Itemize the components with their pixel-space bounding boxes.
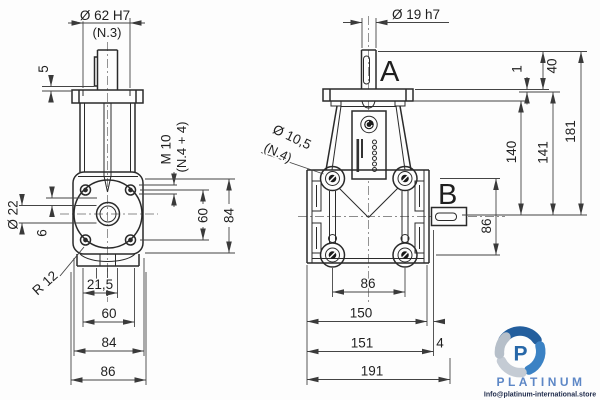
front-dim-pilot-diameter: Ø 62 H7 <box>80 8 130 23</box>
side-top-flange <box>322 88 414 102</box>
side-dim-width-151: 151 <box>351 336 374 351</box>
front-pilot-circle <box>73 179 143 249</box>
front-dim-flange-height: 84 <box>222 208 237 224</box>
side-view-dimensions <box>260 18 587 385</box>
side-dim-shaft-length-40: 40 <box>545 58 560 73</box>
side-dim-total-width-191: 191 <box>361 364 384 379</box>
side-dim-bolt-spacing-86: 86 <box>360 276 375 291</box>
side-dim-offset-4: 4 <box>436 336 444 351</box>
front-dim-bore-diameter: Ø 22 <box>6 200 21 229</box>
front-view-linework <box>71 49 144 267</box>
side-dim-bolt-height-86: 86 <box>479 218 494 233</box>
side-dim-height-141: 141 <box>536 141 551 164</box>
front-dim-shoulder-5: 5 <box>36 65 51 73</box>
front-shaft-keyway <box>93 56 98 87</box>
side-dim-gap-1: 1 <box>510 65 525 73</box>
front-dim-housing-width-86: 86 <box>100 364 115 379</box>
platinum-email: Info@platinum-international.store <box>484 392 596 399</box>
platinum-logo: P PLATINUM Info@platinum-international.s… <box>484 326 596 399</box>
side-shaft-a-keyway <box>363 55 370 85</box>
front-note-n4plus4: (N.4 + 4) <box>174 122 189 173</box>
front-dim-bolt-spacing-vertical: 60 <box>196 208 211 223</box>
nameplate-logo-icon <box>360 115 378 134</box>
platinum-logo-letter: P <box>513 343 527 366</box>
side-dim-shaft-diameter: Ø 19 h7 <box>392 7 440 22</box>
side-mounting-slots <box>311 180 425 254</box>
front-bolt-holes <box>79 184 137 246</box>
side-shaft-b-label: B <box>438 179 457 211</box>
front-dim-corner-radius: R 12 <box>29 268 60 298</box>
side-dim-height-140: 140 <box>504 141 519 164</box>
side-view-linework <box>306 49 468 268</box>
front-bore <box>95 201 121 227</box>
front-dim-flange-width-84: 84 <box>101 335 117 350</box>
front-dim-keyway-6: 6 <box>35 229 50 237</box>
platinum-logo-icon: P <box>494 326 546 378</box>
side-dim-width-150: 150 <box>350 306 373 321</box>
platinum-brand-name: PLATINUM <box>496 375 585 389</box>
front-top-flange <box>71 89 144 104</box>
nameplate-stamp-dots <box>372 139 377 172</box>
front-dim-offset-21-5: 21,5 <box>87 277 113 292</box>
front-dim-tapped-hole: M 10 <box>159 134 174 164</box>
side-dim-total-height-181: 181 <box>563 120 578 143</box>
front-dim-bolt-spacing-60: 60 <box>101 306 116 321</box>
side-shaft-a-label: A <box>380 56 400 88</box>
front-mounting-flange <box>72 171 144 255</box>
side-bolt-assemblies <box>319 165 418 268</box>
front-view-dimensions <box>14 18 235 385</box>
front-note-n3: (N.3) <box>93 25 122 40</box>
